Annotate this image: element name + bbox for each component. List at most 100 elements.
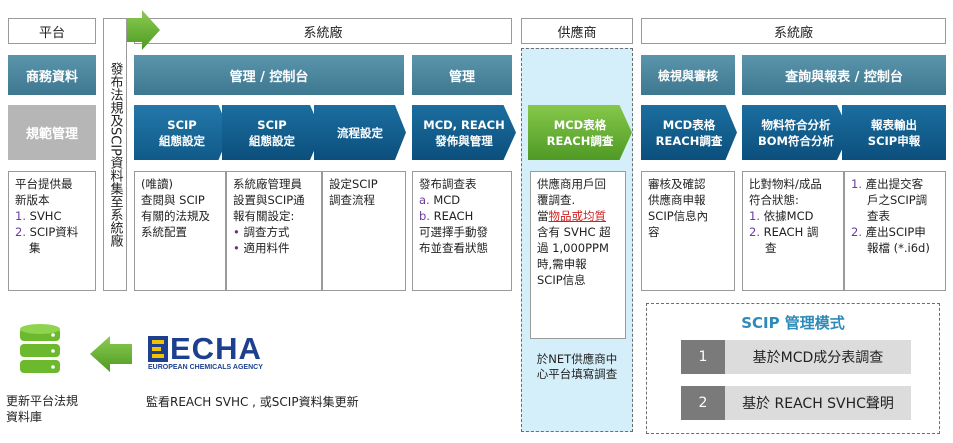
desc-line: 可選擇手動發: [419, 225, 488, 239]
desc-line: 系統廠管理員: [233, 177, 302, 191]
caption-line: 資料庫: [6, 410, 43, 424]
chevron-line: SCIP: [167, 117, 197, 132]
note-line: 於NET供應商中: [536, 352, 618, 366]
desc-line: 含有 SVHC 超: [537, 225, 611, 239]
desc-item: 1. 產出提交客: [851, 176, 939, 192]
platform-item: 1. SVHC: [15, 208, 89, 224]
desc-admin-settings: 系統廠管理員 設置與SCIP通 報有關設定: • 調查方式 • 適用料件: [226, 171, 322, 291]
mode-1-label: 基於MCD成分表調查: [725, 340, 911, 374]
item-num: b.: [419, 209, 430, 223]
desc-line: 設置與SCIP通: [233, 193, 305, 207]
desc-item: 查表: [851, 208, 939, 224]
header-system-factory-2: 系統廠: [641, 18, 946, 44]
desc-line: 適用料件: [243, 241, 290, 255]
item-text: REACH: [433, 209, 474, 223]
note-line: 心平台填寫調查: [536, 367, 618, 381]
desc-supplier-reply: 供應商用戶回 覆調查. 當物品或均質 含有 SVHC 超 過 1,000PPM …: [530, 171, 626, 339]
item-num: 1.: [851, 177, 862, 191]
desc-line: 過 1,000PPM: [537, 241, 609, 255]
platform-item: 2. SCIP資料: [15, 224, 89, 240]
desc-line: 系統配置: [141, 225, 187, 239]
item-text: SVHC: [29, 209, 62, 223]
desc-line: 布並查看狀態: [419, 241, 488, 255]
item-text: 查表: [867, 209, 890, 223]
section-manage: 管理: [412, 55, 512, 95]
desc-line: 符合狀態:: [749, 193, 799, 207]
platform-item: 集: [15, 240, 89, 256]
chevron-line: MCD表格: [662, 117, 716, 132]
scip-modes-panel: [646, 303, 940, 434]
desc-flow-settings: 設定SCIP 調查流程: [322, 171, 406, 291]
desc-highlight: 物品或均質: [548, 209, 607, 223]
platform-desc-line: 新版本: [15, 193, 50, 207]
echa-logo-text: ECHA: [170, 331, 262, 366]
item-text: MCD: [433, 193, 461, 207]
platform-desc-line: 平台提供最: [15, 177, 73, 191]
header-supplier: 供應商: [521, 18, 633, 44]
caption-line: 更新平台法規: [6, 394, 79, 408]
chevron-line: MCD表格: [553, 117, 607, 132]
desc-line: SCIP信息內: [648, 209, 709, 223]
desc-line: 供應商用戶回: [537, 177, 606, 191]
item-text: 戶之SCIP調: [867, 193, 928, 207]
chevron-line: BOM符合分析: [758, 133, 834, 148]
mode-1-number: 1: [681, 340, 725, 374]
desc-item: b. REACH: [419, 208, 505, 224]
section-mgmt-console: 管理 / 控制台: [134, 55, 404, 95]
item-num: 1.: [15, 209, 26, 223]
item-num: 2.: [851, 225, 862, 239]
platform-desc: 平台提供最 新版本 1. SVHC 2. SCIP資料 集: [8, 171, 96, 291]
desc-item: 2. 產出SCIP申: [851, 224, 939, 240]
desc-line: (唯讀): [141, 177, 173, 191]
chevron-line: 發佈與管理: [435, 133, 493, 148]
desc-line: 查閱與 SCIP: [141, 193, 205, 207]
business-data-box: 商務資料: [8, 55, 96, 95]
desc-item: 2. REACH 調: [749, 224, 837, 240]
chevron-line: 物料符合分析: [761, 117, 831, 132]
desc-readonly: (唯讀) 查閱與 SCIP 有關的法規及 系統配置: [134, 171, 226, 291]
section-review: 檢視與審核: [641, 55, 735, 95]
chevron-line: 組態設定: [159, 133, 205, 148]
desc-item: 戶之SCIP調: [851, 192, 939, 208]
item-num: 1.: [749, 209, 760, 223]
mode-2-number: 2: [681, 386, 725, 420]
item-text: 產出提交客: [865, 177, 924, 191]
item-text: 依據MCD: [763, 209, 814, 223]
desc-line: 覆調查.: [537, 193, 576, 207]
left-arrow-icon: [90, 336, 132, 372]
desc-item: a. MCD: [419, 192, 505, 208]
desc-line: 比對物料/成品: [749, 177, 822, 191]
chevron-line: REACH調查: [655, 133, 723, 148]
desc-line: 調查流程: [329, 193, 375, 207]
desc-item: 報檔 (*.i6d): [851, 240, 939, 256]
desc-line: 有關的法規及: [141, 209, 210, 223]
publish-regulations-label: 發布法規及SCIP資料集至系統廠: [103, 18, 127, 291]
item-text: 集: [29, 241, 41, 255]
item-num: 2.: [15, 225, 26, 239]
spec-management-box: 規範管理: [8, 105, 96, 160]
item-num: 2.: [749, 225, 760, 239]
desc-review-confirm: 審核及確認 供應商申報 SCIP信息內 容: [641, 171, 735, 291]
chevron-flow-config: 流程設定: [314, 105, 406, 160]
desc-compliance-compare: 比對物料/成品 符合狀態: 1. 依據MCD 2. REACH 調 查: [742, 171, 844, 291]
item-text: 查: [765, 241, 777, 255]
item-text: SCIP資料: [29, 225, 79, 239]
desc-bullet: • 適用料件: [233, 240, 315, 256]
desc-line: 調查方式: [243, 225, 290, 239]
bullet-icon: •: [233, 241, 240, 255]
chevron-line: REACH調查: [546, 133, 614, 148]
right-arrow-icon: [126, 10, 160, 50]
chevron-line: 組態設定: [249, 133, 295, 148]
supplier-note: 於NET供應商中 心平台填寫調查: [524, 352, 630, 382]
desc-publish-survey: 發布調查表 a. MCD b. REACH 可選擇手動發 布並查看狀態: [412, 171, 512, 291]
chevron-line: 流程設定: [337, 125, 383, 140]
item-text: REACH 調: [763, 225, 819, 239]
desc-line: 審核及確認: [648, 177, 706, 191]
desc-line: 供應商申報: [648, 193, 706, 207]
header-system-factory: 系統廠: [134, 18, 512, 44]
